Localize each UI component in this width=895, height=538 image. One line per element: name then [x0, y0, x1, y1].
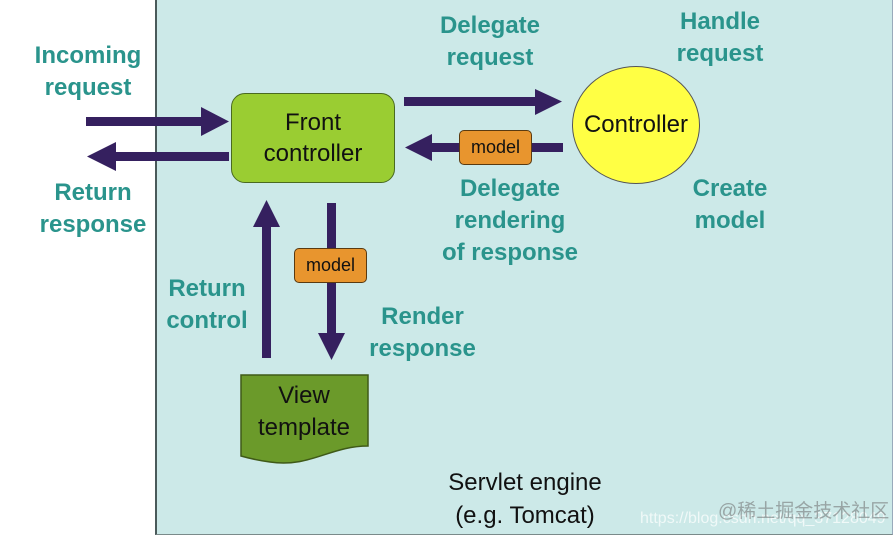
label-line: control	[166, 307, 248, 334]
view-template-line1: View	[278, 382, 330, 409]
front-controller-node: Front controller	[231, 93, 395, 183]
front-controller-line1: Front	[284, 109, 341, 136]
view-template-node: View template	[240, 380, 368, 444]
label-line: Handle	[679, 8, 760, 35]
delegate-request-arrow	[404, 89, 562, 115]
label-line: Incoming	[34, 42, 142, 69]
servlet-engine-line2: (e.g. Tomcat)	[455, 502, 595, 529]
label-line: Return	[54, 179, 132, 206]
label-line: of response	[441, 239, 579, 266]
watermark-url: https://blog.csdn.net/qq_37128049	[640, 510, 886, 527]
servlet-engine-line1: Servlet engine	[448, 469, 602, 496]
incoming-request-label: Incoming request	[26, 40, 150, 104]
label-line: Create	[692, 175, 768, 202]
label-line: Delegate	[459, 175, 561, 202]
render-response-label: Render response	[355, 301, 490, 365]
delegate-rendering-label: Delegate rendering of response	[425, 173, 595, 269]
front-controller-line2: controller	[263, 140, 363, 167]
controller-label: Controller	[583, 111, 689, 138]
view-template-line2: template	[257, 414, 351, 441]
label-line: request	[446, 44, 534, 71]
return-response-arrow	[87, 142, 229, 171]
return-control-arrow	[253, 200, 280, 358]
label-line: response	[39, 211, 147, 238]
servlet-engine-title: Servlet engine (e.g. Tomcat)	[415, 466, 635, 532]
label-line: response	[369, 335, 476, 362]
label-line: model	[694, 207, 766, 234]
label-line: Delegate	[439, 12, 541, 39]
model-badge-horizontal: model	[459, 130, 532, 165]
handle-request-label: Handle request	[655, 6, 785, 70]
label-line: Render	[381, 303, 464, 330]
label-line: request	[44, 74, 132, 101]
delegate-request-label: Delegate request	[420, 10, 560, 74]
model-badge-vertical: model	[294, 248, 367, 283]
label-line: request	[676, 40, 764, 67]
label-line: rendering	[454, 207, 566, 234]
incoming-request-arrow	[86, 107, 229, 136]
watermark-brand: @稀土掘金技术社区	[718, 501, 890, 522]
model-label: model	[470, 137, 521, 157]
return-response-label: Return response	[30, 177, 156, 241]
return-control-label: Return control	[158, 273, 256, 337]
create-model-label: Create model	[670, 173, 790, 237]
label-line: Return	[168, 275, 246, 302]
view-template-shape	[240, 374, 369, 464]
model-label: model	[305, 255, 356, 275]
controller-node: Controller	[572, 66, 700, 184]
